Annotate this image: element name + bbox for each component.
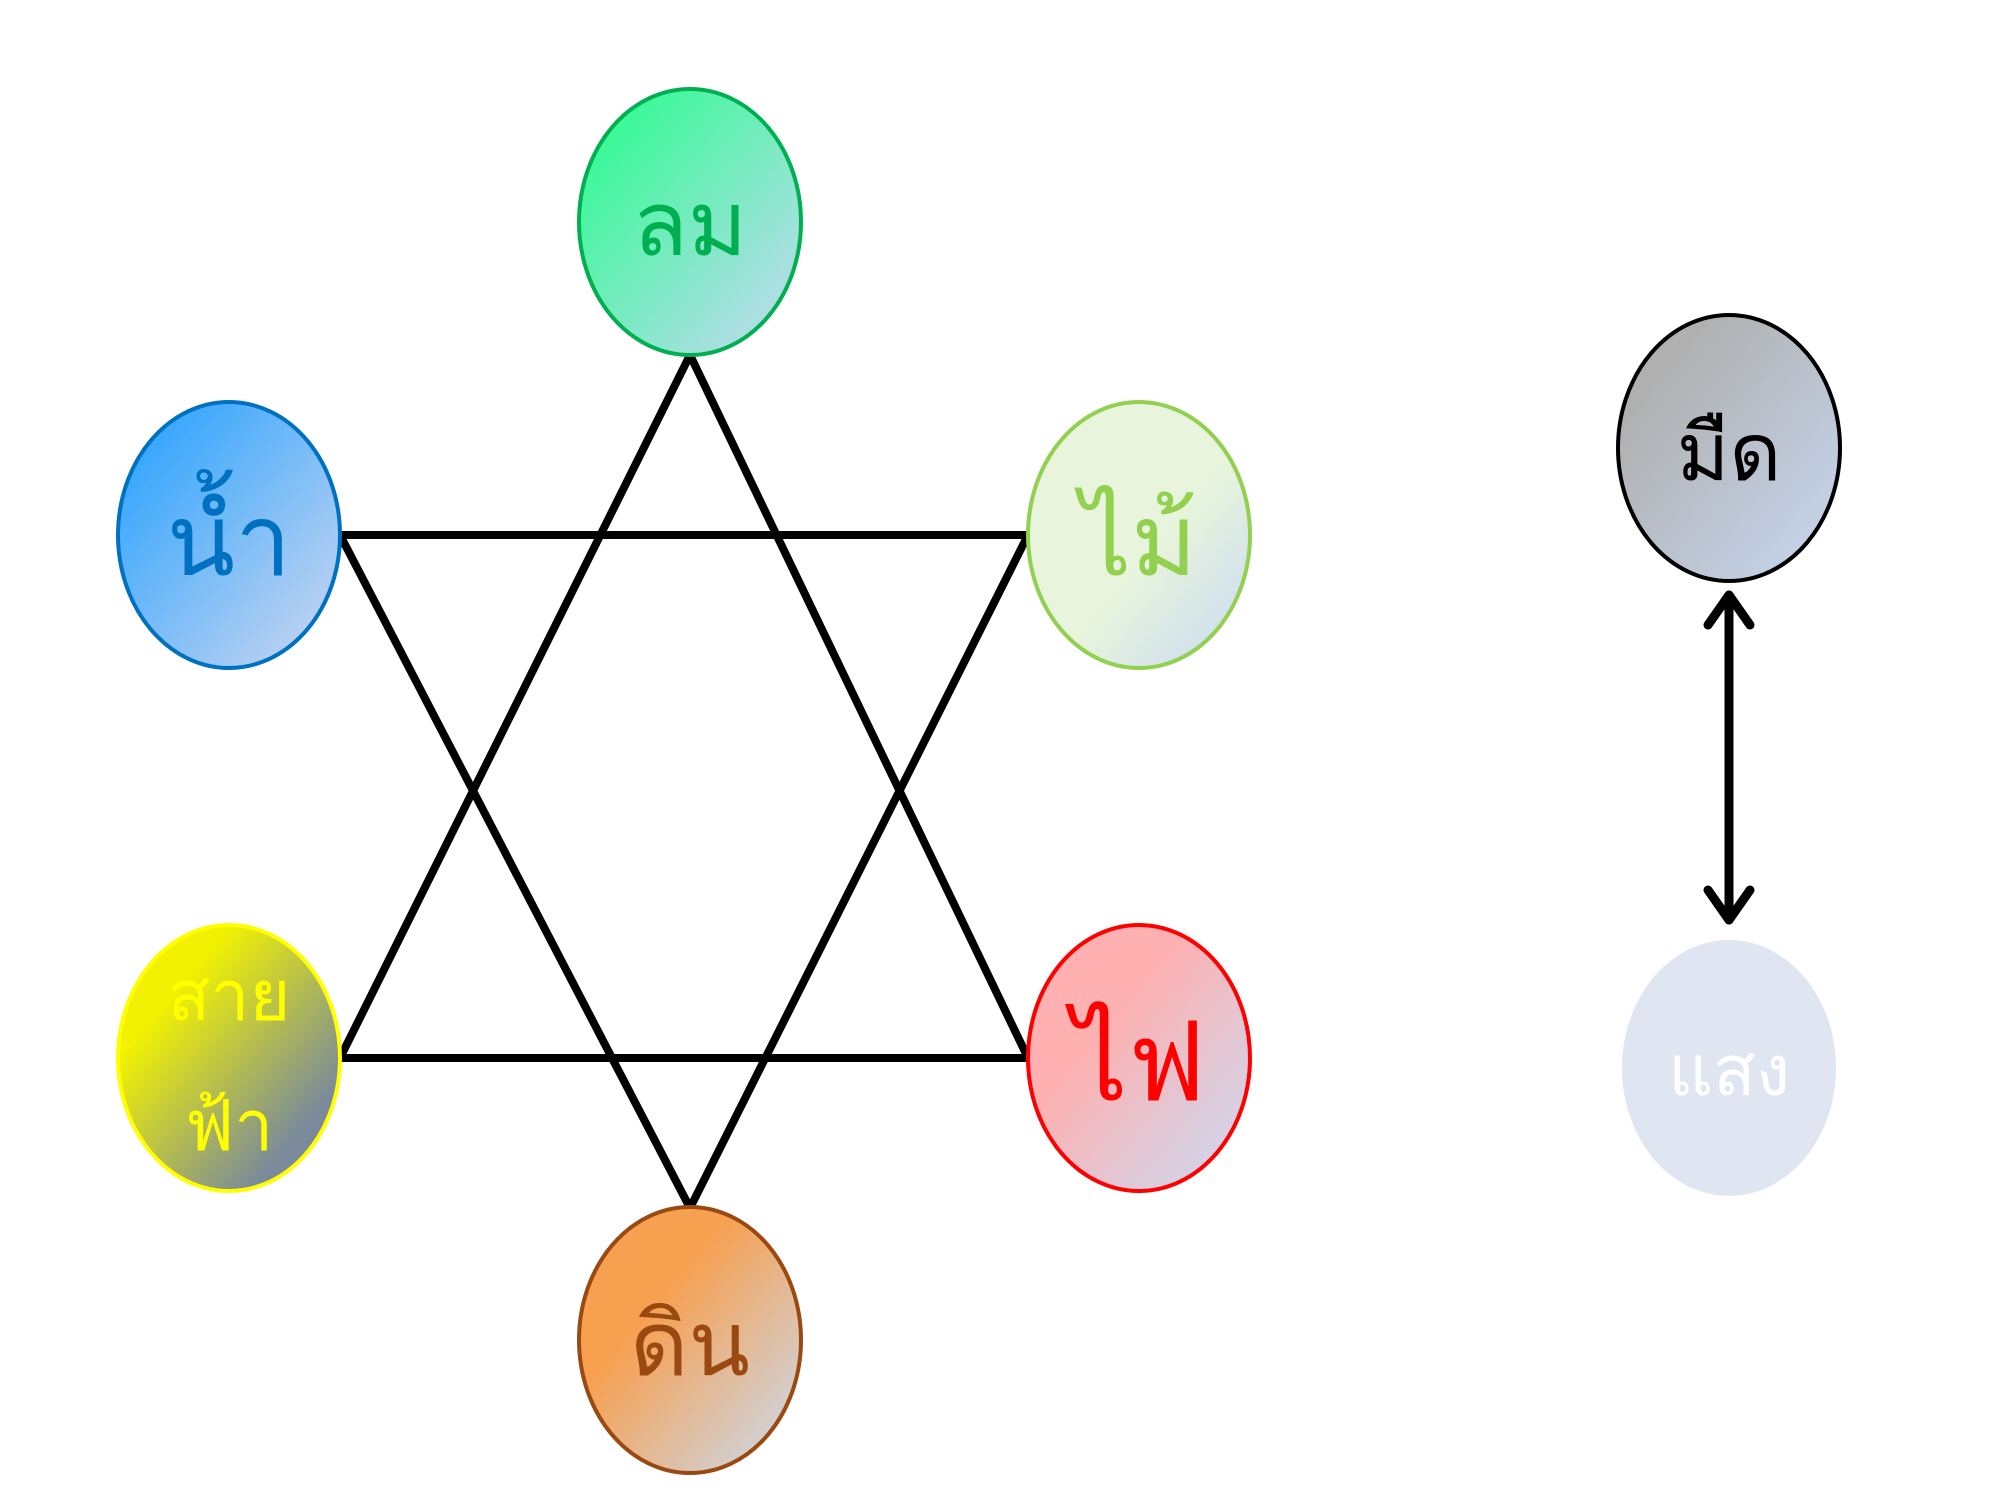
lightning-circle [116,923,342,1193]
node-wood: ไม้ [1026,400,1252,670]
downward-triangle [333,531,1035,1217]
arrow-head-up [1703,590,1755,630]
dark-label: มืด [1677,406,1782,499]
node-dark: มืด [1616,313,1842,583]
lightning-label-line1: สาย [167,955,290,1037]
double-arrow [1703,590,1755,925]
wind-circle [577,87,803,357]
star-of-david [333,345,1035,1217]
dark-circle [1616,313,1842,583]
node-wind: ลม [577,87,803,357]
wood-circle [1026,400,1252,670]
light-circle [1622,940,1836,1196]
earth-circle [577,1205,803,1475]
light-label: แสง [1668,1030,1790,1112]
node-light: แสง [1622,940,1836,1196]
fire-circle [1026,923,1252,1193]
earth-label: ดิน [630,1292,750,1397]
wind-label: ลม [633,172,747,277]
node-lightning: สาย ฟ้า [116,923,342,1193]
wood-label: ไม้ [1074,482,1197,599]
node-fire: ไฟ [1026,923,1252,1193]
water-label: น้ำ [167,469,292,599]
arrow-head-down [1703,885,1755,925]
fire-label: ไฟ [1064,998,1205,1126]
water-circle [116,400,342,670]
node-water: น้ำ [116,400,342,670]
node-earth: ดิน [577,1205,803,1475]
lightning-label-line2: ฟ้า [185,1085,274,1167]
upward-triangle [333,345,1035,1062]
